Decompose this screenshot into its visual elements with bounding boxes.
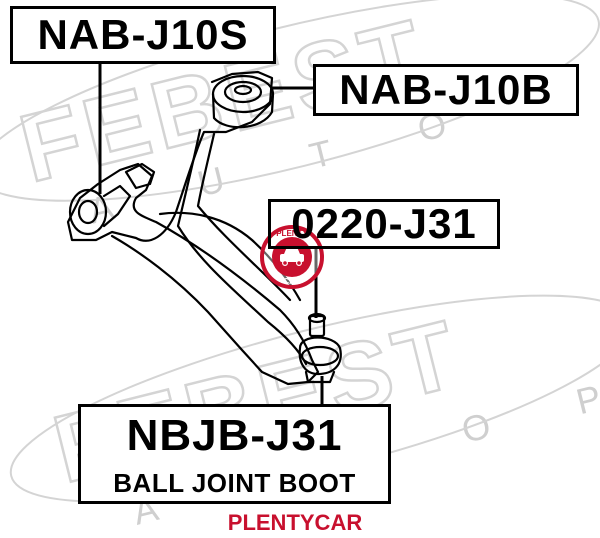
arm-inner-edge <box>176 128 308 366</box>
front-bushing-inner <box>77 199 99 225</box>
stamp-text-bottom: CAR <box>283 277 301 286</box>
front-bushing-bracket <box>102 184 132 228</box>
ball-joint-boot <box>300 345 340 367</box>
ball-joint-base <box>304 370 336 384</box>
front-bushing-stud <box>124 162 156 190</box>
part-label-nbjb-j31: NBJB-J31 BALL JOINT BOOT <box>78 404 391 504</box>
ball-joint-body <box>298 336 342 376</box>
part-code: NAB-J10S <box>37 11 249 58</box>
part-code: NBJB-J31 <box>126 410 343 460</box>
brand-label-text: PLENTYCAR <box>227 510 363 535</box>
arm-rib <box>158 211 302 302</box>
rear-bushing-hole <box>233 84 253 96</box>
part-code: NAB-J10B <box>339 66 553 113</box>
control-arm <box>66 70 342 386</box>
brand-label: PLENTYCAR <box>0 510 600 536</box>
part-code: 0220-J31 <box>291 200 477 247</box>
rear-bushing-body <box>211 92 275 129</box>
part-label-0220-j31: 0220-J31 <box>268 199 500 249</box>
part-description: BALL JOINT BOOT <box>113 467 356 498</box>
rear-bushing-inner <box>223 80 263 104</box>
stamp-text-top: PLENTY <box>276 229 308 238</box>
front-bushing-outer <box>68 188 108 236</box>
arm-outer-outline <box>66 70 320 386</box>
leader-lines <box>98 62 324 406</box>
part-label-nab-j10b: NAB-J10B <box>313 64 579 116</box>
part-label-nab-j10s: NAB-J10S <box>10 6 276 64</box>
